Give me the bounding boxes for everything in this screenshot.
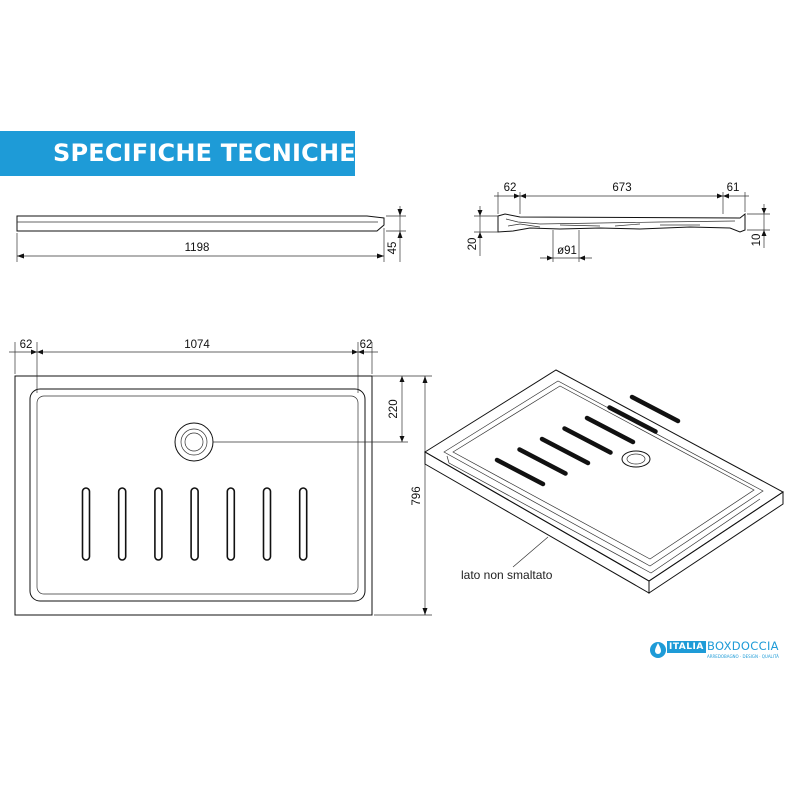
dim-drain-offset: 220 xyxy=(388,399,400,418)
side-view: 1198 45 xyxy=(16,206,406,262)
note-unglazed-side: lato non smaltato xyxy=(461,568,553,582)
arrowhead xyxy=(352,349,358,355)
iso-drainage-slot xyxy=(494,457,546,487)
drainage-slot xyxy=(154,487,163,561)
dim-drain-diameter: ø91 xyxy=(557,245,577,257)
arrowhead xyxy=(17,253,24,259)
iso-drainage-slot xyxy=(562,426,613,455)
dim-section-left-rim: 62 xyxy=(504,182,517,194)
iso-drainage-slot xyxy=(607,405,658,434)
drainage-slot xyxy=(226,487,236,561)
top-view: 62 1074 62 220 796 xyxy=(9,339,432,616)
iso-drainage-slot xyxy=(629,394,681,424)
dim-overall-height: 45 xyxy=(387,242,399,255)
dim-top-inner-length: 1074 xyxy=(184,339,210,351)
arrowhead xyxy=(547,255,553,261)
drainage-slot xyxy=(81,487,91,561)
arrowhead xyxy=(520,193,526,199)
arrowhead xyxy=(397,231,403,238)
iso-drainage-slot xyxy=(539,436,591,466)
arrowhead xyxy=(422,376,428,383)
dim-section-right-height: 10 xyxy=(751,234,763,247)
iso-side-face xyxy=(648,491,784,594)
iso-drain-outer xyxy=(621,450,651,468)
dim-overall-length: 1198 xyxy=(185,242,210,254)
drain-middle xyxy=(180,428,208,456)
brand-tagline: ARREDOBAGNO · DESIGN · QUALITÀ xyxy=(707,654,779,659)
arrowhead xyxy=(579,255,585,261)
dim-section-left-height: 20 xyxy=(467,238,479,251)
drain-inner xyxy=(184,432,204,452)
water-drop-icon xyxy=(650,642,666,658)
iso-rim-inner xyxy=(452,385,755,560)
iso-rim-edge xyxy=(446,455,761,574)
iso-view: lato non smaltato xyxy=(424,369,784,594)
drainage-slot xyxy=(190,487,199,561)
arrowhead xyxy=(723,193,729,199)
side-view-outline xyxy=(16,215,385,232)
brand-logo: ITALIA BOXDOCCIA ARREDOBAGNO · DESIGN · … xyxy=(649,636,789,666)
arrowhead xyxy=(761,208,767,214)
dim-overall-width: 796 xyxy=(411,486,423,505)
arrowhead xyxy=(377,253,384,259)
arrowhead xyxy=(422,608,428,615)
section-drain-lines xyxy=(507,223,700,228)
iso-drain-inner xyxy=(626,453,646,465)
brand-prefix: ITALIA xyxy=(667,641,706,653)
tray-rim-outer xyxy=(29,388,366,602)
note-leader-line xyxy=(512,536,549,568)
section-inner-line xyxy=(505,218,736,225)
iso-drainage-slot xyxy=(517,447,568,476)
brand-name: BOXDOCCIA xyxy=(707,639,779,653)
arrowhead xyxy=(514,193,520,199)
section-view: 62 673 61 20 10 ø91 xyxy=(467,182,770,262)
section-outline xyxy=(497,212,746,233)
iso-top-surface xyxy=(424,369,784,582)
dim-top-right-rim: 62 xyxy=(360,339,373,351)
dim-section-right-rim: 61 xyxy=(727,182,740,194)
arrowhead xyxy=(37,349,43,355)
drainage-slots xyxy=(81,487,308,561)
arrowhead xyxy=(477,210,483,216)
drainage-slot xyxy=(117,487,127,561)
arrowhead xyxy=(399,436,405,442)
tray-outline xyxy=(14,375,373,616)
dim-section-inner: 673 xyxy=(612,182,631,194)
arrowhead xyxy=(397,209,403,216)
arrowhead xyxy=(399,376,405,382)
iso-drainage-slots xyxy=(494,394,681,487)
arrowhead xyxy=(31,349,37,355)
iso-rim-outer xyxy=(443,380,764,567)
section-banner: SPECIFICHE TECNICHE xyxy=(0,131,356,176)
arrowhead xyxy=(761,230,767,236)
dim-top-left-rim: 62 xyxy=(20,339,33,351)
section-title: SPECIFICHE TECNICHE xyxy=(53,139,356,167)
drainage-slot xyxy=(262,487,272,561)
drainage-slot xyxy=(298,487,308,561)
arrowhead xyxy=(717,193,723,199)
iso-drainage-slot xyxy=(584,415,636,445)
tray-rim-inner xyxy=(36,395,359,595)
arrowhead xyxy=(477,232,483,238)
arrowhead xyxy=(358,349,364,355)
